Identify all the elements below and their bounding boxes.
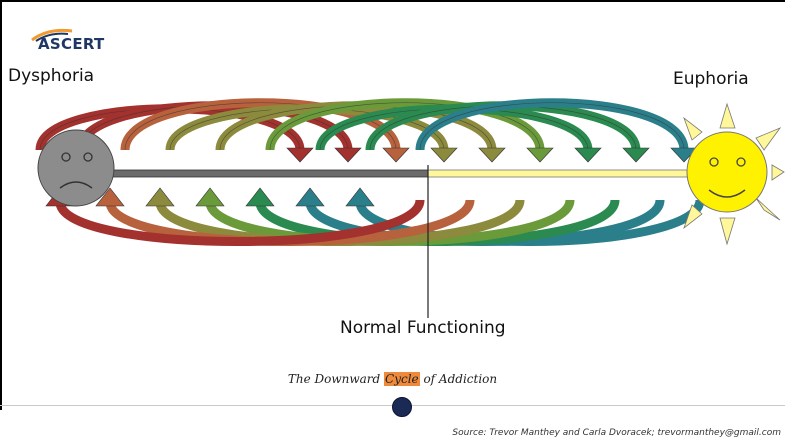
lower-loop-3-arrowhead	[245, 187, 275, 207]
caption-text-after: of Addiction	[419, 372, 498, 386]
baseline-bar-gray	[109, 169, 429, 178]
caption-highlight: Cycle	[384, 372, 420, 386]
lower-loop-4-arrowhead	[195, 187, 225, 207]
bullet-dot-icon	[392, 397, 412, 417]
logo-swoosh-icon	[31, 28, 73, 42]
lower-loop-7	[55, 198, 425, 246]
logo-text: ASCERT	[38, 35, 105, 53]
ascert-logo: ASCERT	[28, 28, 108, 54]
upper-loop-6-arrowhead	[526, 147, 554, 163]
upper-loop-2-arrowhead	[334, 147, 362, 163]
diagram-caption: The Downward Cycle of Addiction	[0, 372, 785, 386]
label-normal-functioning: Normal Functioning	[340, 318, 506, 338]
caption-text-before: The Downward	[287, 372, 385, 386]
lower-loop-2-arrowhead	[295, 187, 325, 207]
lower-loop-6-arrowhead	[95, 187, 125, 207]
smiley-sun-icon	[683, 102, 785, 246]
baseline-bar-yellow	[427, 169, 691, 178]
lower-loop-5-arrowhead	[145, 187, 175, 207]
upper-loop-8-arrowhead	[622, 147, 650, 163]
upper-loop-7-arrowhead	[574, 147, 602, 163]
upper-loop-1-arrowhead	[286, 147, 314, 163]
slide-border-top	[0, 0, 785, 2]
sad-face-icon	[37, 129, 115, 207]
label-dysphoria: Dysphoria	[8, 66, 95, 86]
upper-loop-3-arrowhead	[382, 147, 410, 163]
slide-border-left	[0, 0, 2, 410]
cycle-loops	[35, 98, 705, 246]
upper-loop-4-arrowhead	[430, 147, 458, 163]
upper-loop-5-arrowhead	[478, 147, 506, 163]
lower-loop-1-arrowhead	[345, 187, 375, 207]
label-euphoria: Euphoria	[673, 69, 749, 89]
source-citation: Source: Trevor Manthey and Carla Dvorace…	[452, 428, 781, 438]
